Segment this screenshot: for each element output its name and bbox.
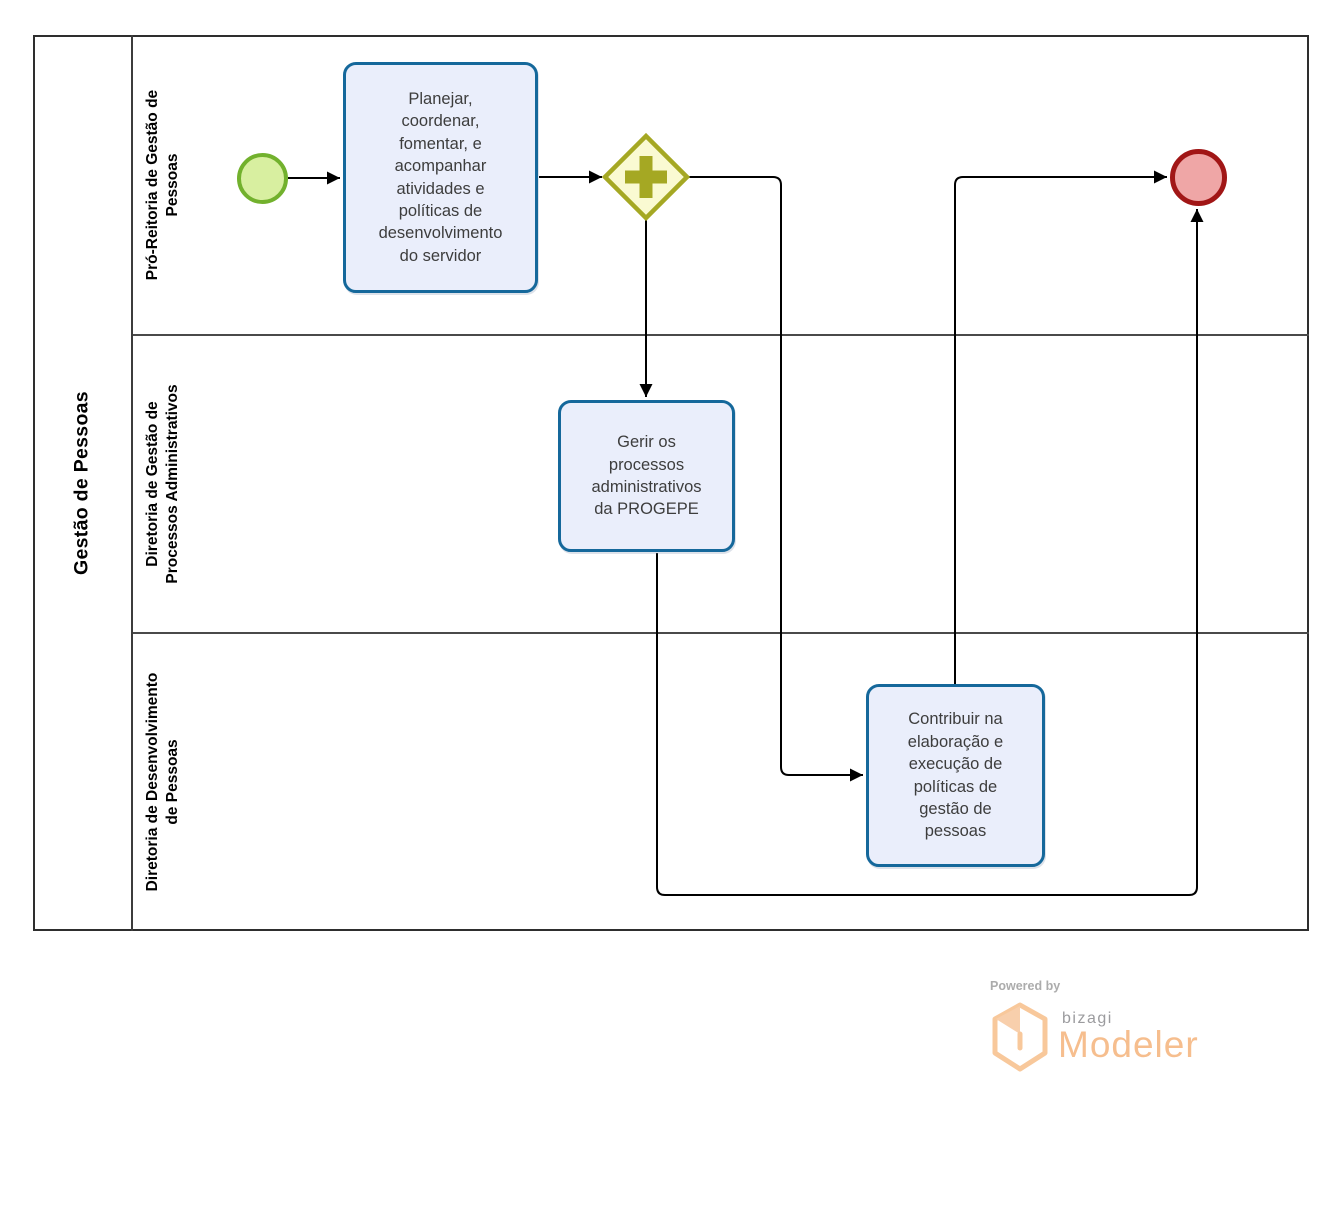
- pool-title-separator: [131, 35, 133, 931]
- lane-divider: [133, 334, 1309, 336]
- lane-label-desenvolvimento: Diretoria de Desenvolvimento de Pessoas: [144, 672, 181, 892]
- pool-title: Gestão de Pessoas: [70, 391, 93, 575]
- lane-label-pro-reitoria: Pró-Reitoria de Gestão de Pessoas: [144, 89, 181, 281]
- start-event: [237, 153, 288, 204]
- task-gerir: Gerir os processos administrativos da PR…: [558, 400, 735, 552]
- bizagi-logo-icon: [992, 1002, 1048, 1072]
- bizagi-wordmark: bizagi: [1062, 1010, 1113, 1027]
- modeler-wordmark: Modeler: [1058, 1024, 1199, 1065]
- lane-label-gestao-processos: Diretoria de Gestão de Processos Adminis…: [144, 384, 181, 584]
- end-event: [1170, 149, 1227, 206]
- lane-divider: [133, 632, 1309, 634]
- task-contribuir: Contribuir na elaboração e execução de p…: [866, 684, 1045, 867]
- task-planejar: Planejar, coordenar, fomentar, e acompan…: [343, 62, 538, 293]
- powered-by-label: Powered by: [990, 979, 1061, 993]
